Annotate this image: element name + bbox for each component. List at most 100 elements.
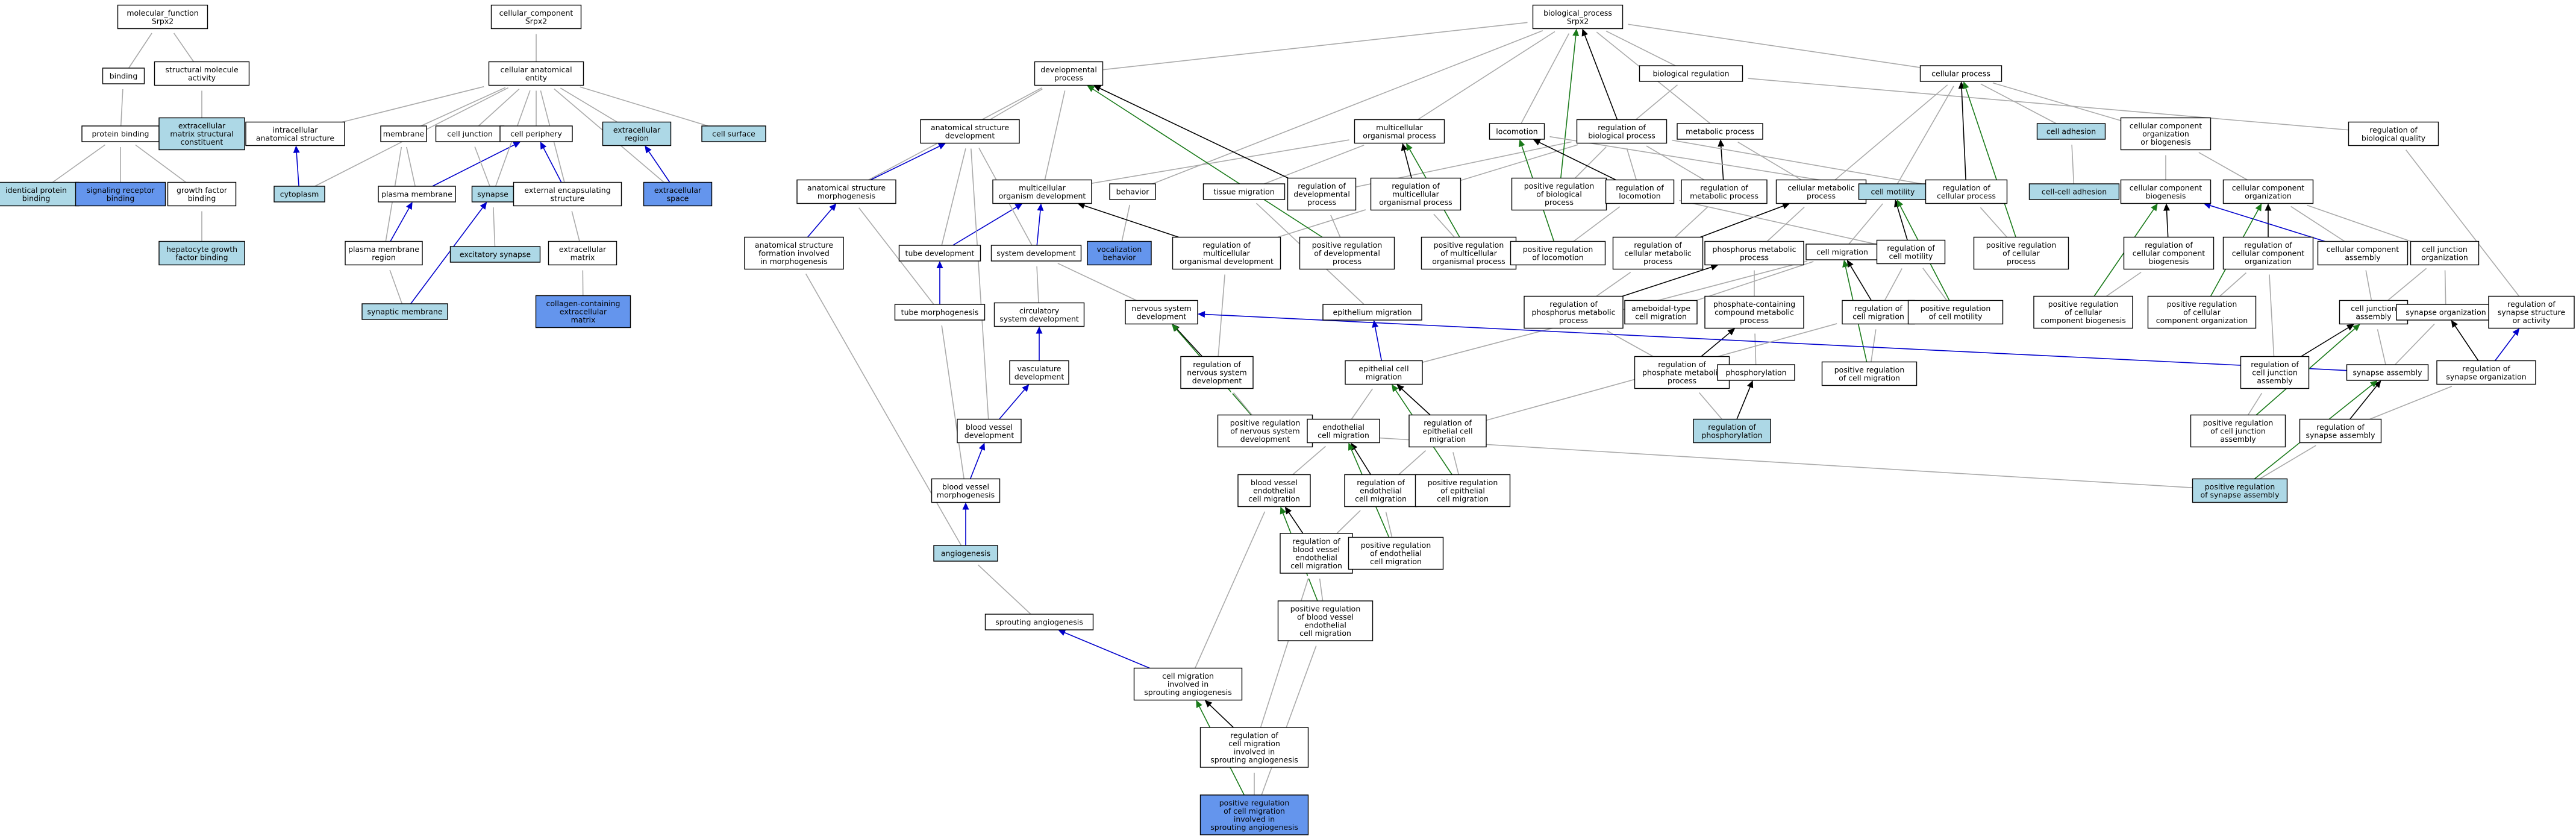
go-term-node-angiogenesis[interactable]: angiogenesis [933,545,998,562]
go-term-node-synapse[interactable]: synapse [471,186,514,203]
go-term-node-tubedev[interactable]: tube development [898,245,981,262]
go-term-node-behavior[interactable]: behavior [1109,183,1156,200]
go-term-node-ccadh[interactable]: cell-cell adhesion [2028,183,2120,200]
go-term-node-celljunc[interactable]: cell junction [435,125,505,142]
go-term-node-tubemorph[interactable]: tube morphogenesis [894,304,986,321]
go-term-node-protbind[interactable]: protein binding [81,125,160,142]
go-term-node-cytoplasm[interactable]: cytoplasm [274,186,325,203]
go-term-node-synorg[interactable]: synapse organization [2396,304,2496,321]
go-term-node-cellsurf[interactable]: cell surface [701,125,766,142]
go-term-node-metab[interactable]: metabolic process [1677,123,1763,140]
go-term-node-excsyn[interactable]: excitatory synapse [449,246,541,263]
go-term-node-membrane[interactable]: membrane [380,125,427,142]
go-term-node-synasm[interactable]: synapse assembly [2346,364,2429,381]
go-term-node-plasmem[interactable]: plasma membrane [378,186,456,203]
go-term-node-binding[interactable]: binding [102,68,145,84]
go-term-node-cellper[interactable]: cell periphery [499,125,573,142]
go-term-node-epimig[interactable]: epithelium migration [1322,304,1422,321]
go-term-node-synmem[interactable]: synaptic membrane [361,303,448,320]
go-term-node-cellmot[interactable]: cell motility [1858,183,1928,200]
go-term-node-sysdev[interactable]: system development [990,245,1082,262]
go-term-node-sprouting[interactable]: sprouting angiogenesis [984,614,1094,630]
go-term-node-phosphorylation[interactable]: phosphorylation [1717,364,1795,381]
go-term-node-bioreg[interactable]: biological regulation [1639,65,1743,82]
go-term-node-tissmig[interactable]: tissue migration [1202,183,1286,200]
